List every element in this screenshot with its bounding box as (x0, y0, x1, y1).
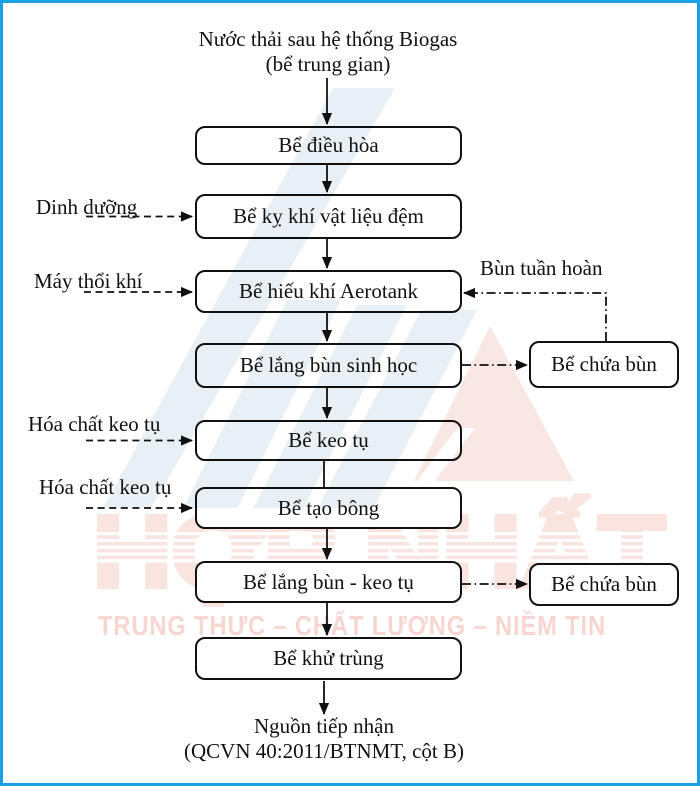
box-khu-trung-label: Bể khử trùng (273, 646, 384, 670)
box-aerotank-label: Bể hiếu khí Aerotank (238, 279, 419, 303)
box-ky-khi: Bể kỵ khí vật liệu đệm (195, 194, 462, 239)
outlet-text: Nguồn tiếp nhận (QCVN 40:2011/BTNMT, cột… (3, 714, 645, 764)
box-chua-bun-2: Bể chứa bùn (529, 563, 679, 606)
box-lang-bun-sinh-hoc-label: Bể lắng bùn sinh học (239, 353, 418, 377)
box-dieu-hoa-label: Bể điều hòa (278, 133, 379, 157)
title-line1: Nước thải sau hệ thống Biogas (198, 27, 458, 51)
outlet-line1: Nguồn tiếp nhận (254, 714, 394, 738)
title-text: Nước thải sau hệ thống Biogas (bể trung … (3, 27, 653, 77)
box-chua-bun-2-label: Bể chứa bùn (551, 572, 657, 596)
label-hoa-chat-keo-tu-2: Hóa chất keo tụ (39, 475, 172, 499)
arrow-bun-tuan-hoan-return (463, 287, 607, 341)
box-lang-bun-sinh-hoc: Bể lắng bùn sinh học (195, 343, 462, 388)
box-keo-tu: Bể keo tụ (195, 420, 462, 461)
box-ky-khi-label: Bể kỵ khí vật liệu đệm (233, 204, 424, 228)
box-chua-bun-1: Bể chứa bùn (529, 341, 679, 388)
box-tao-bong: Bể tạo bông (195, 487, 462, 529)
title-line2: (bể trung gian) (265, 52, 391, 76)
box-lang-bun-keo-tu: Bể lắng bùn - keo tụ (195, 561, 462, 603)
box-keo-tu-label: Bể keo tụ (288, 428, 369, 452)
box-lang-bun-keo-tu-label: Bể lắng bùn - keo tụ (243, 569, 414, 594)
outlet-line2: (QCVN 40:2011/BTNMT, cột B) (184, 739, 464, 763)
box-tao-bong-label: Bể tạo bông (277, 495, 380, 520)
box-dieu-hoa: Bể điều hòa (195, 126, 462, 165)
label-may-thoi-khi: Máy thổi khí (34, 269, 143, 293)
label-hoa-chat-keo-tu-1: Hóa chất keo tụ (28, 412, 161, 436)
box-aerotank: Bể hiếu khí Aerotank (195, 270, 462, 313)
box-chua-bun-1-label: Bể chứa bùn (551, 352, 657, 376)
label-bun-tuan-hoan: Bùn tuần hoàn (480, 256, 603, 280)
watermark-tagline-text: TRUNG THỰC – CHẤT LƯỢNG – NIỀM TIN (98, 610, 606, 641)
box-khu-trung: Bể khử trùng (195, 637, 462, 680)
label-dinh-duong: Dinh dưỡng (36, 195, 138, 219)
